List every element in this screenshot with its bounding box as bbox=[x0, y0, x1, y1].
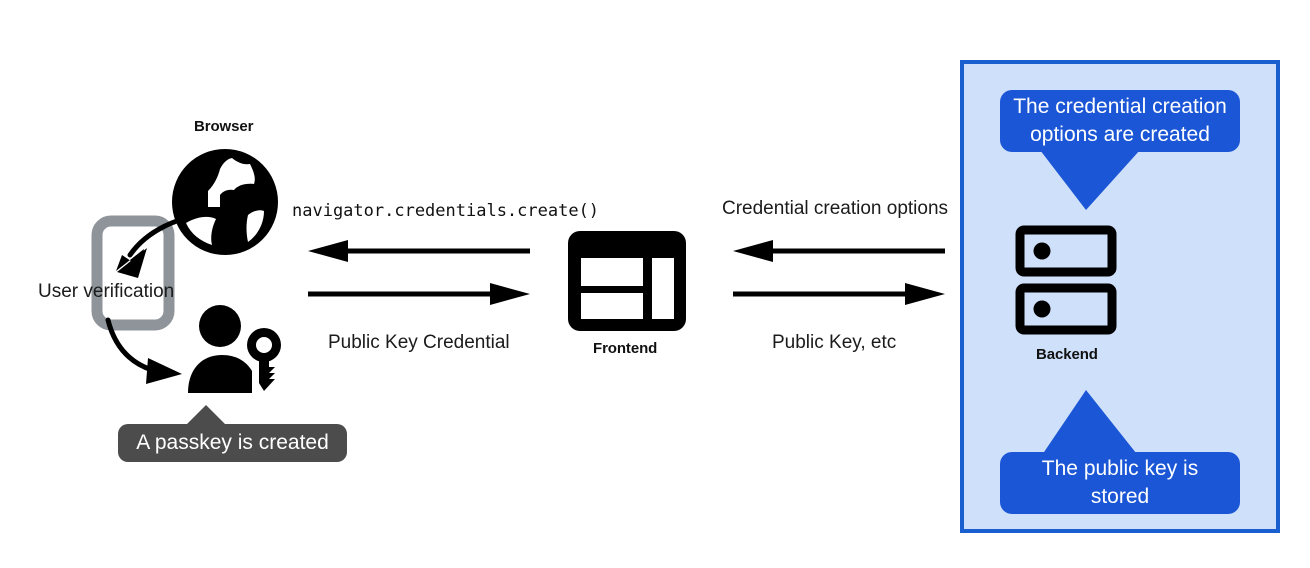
browser-label: Browser bbox=[194, 118, 254, 135]
callout-public-key-stored-text: The public key is stored bbox=[1041, 457, 1199, 508]
callout-options-created-pointer bbox=[1040, 150, 1140, 210]
frontend-label: Frontend bbox=[593, 340, 658, 357]
browser-window-layout-icon bbox=[568, 231, 686, 331]
tooltip-passkey-created-text: A passkey is created bbox=[136, 431, 329, 454]
curved-arrow-phone-to-user bbox=[105, 317, 182, 384]
server-rack-icon bbox=[1015, 225, 1117, 335]
mobile-phone-icon bbox=[91, 215, 175, 331]
callout-options-created: The credential creation options are crea… bbox=[1000, 90, 1240, 152]
callout-public-key-stored-pointer bbox=[1040, 390, 1140, 458]
arrow-left-navigator-create bbox=[308, 240, 530, 262]
arrow-label-navigator-credentials-create: navigator.credentials.create() bbox=[292, 201, 600, 221]
user-verification-label: User verification bbox=[38, 281, 175, 302]
arrow-right-public-key-etc bbox=[733, 283, 945, 305]
user-with-key-icon bbox=[188, 305, 281, 393]
arrow-label-public-key-credential: Public Key Credential bbox=[328, 332, 510, 353]
arrow-left-credential-creation-options bbox=[733, 240, 945, 262]
arrow-right-public-key-credential bbox=[308, 283, 530, 305]
globe-icon bbox=[172, 149, 278, 255]
callout-public-key-stored: The public key is stored bbox=[1000, 452, 1240, 514]
arrow-label-credential-creation-options: Credential creation options bbox=[722, 198, 949, 219]
curved-arrow-browser-to-phone bbox=[116, 210, 207, 278]
tooltip-passkey-created: A passkey is created bbox=[118, 424, 347, 462]
backend-label: Backend bbox=[1036, 346, 1098, 363]
arrow-label-public-key-etc: Public Key, etc bbox=[772, 332, 897, 353]
callout-options-created-text: The credential creation options are crea… bbox=[1013, 95, 1227, 146]
